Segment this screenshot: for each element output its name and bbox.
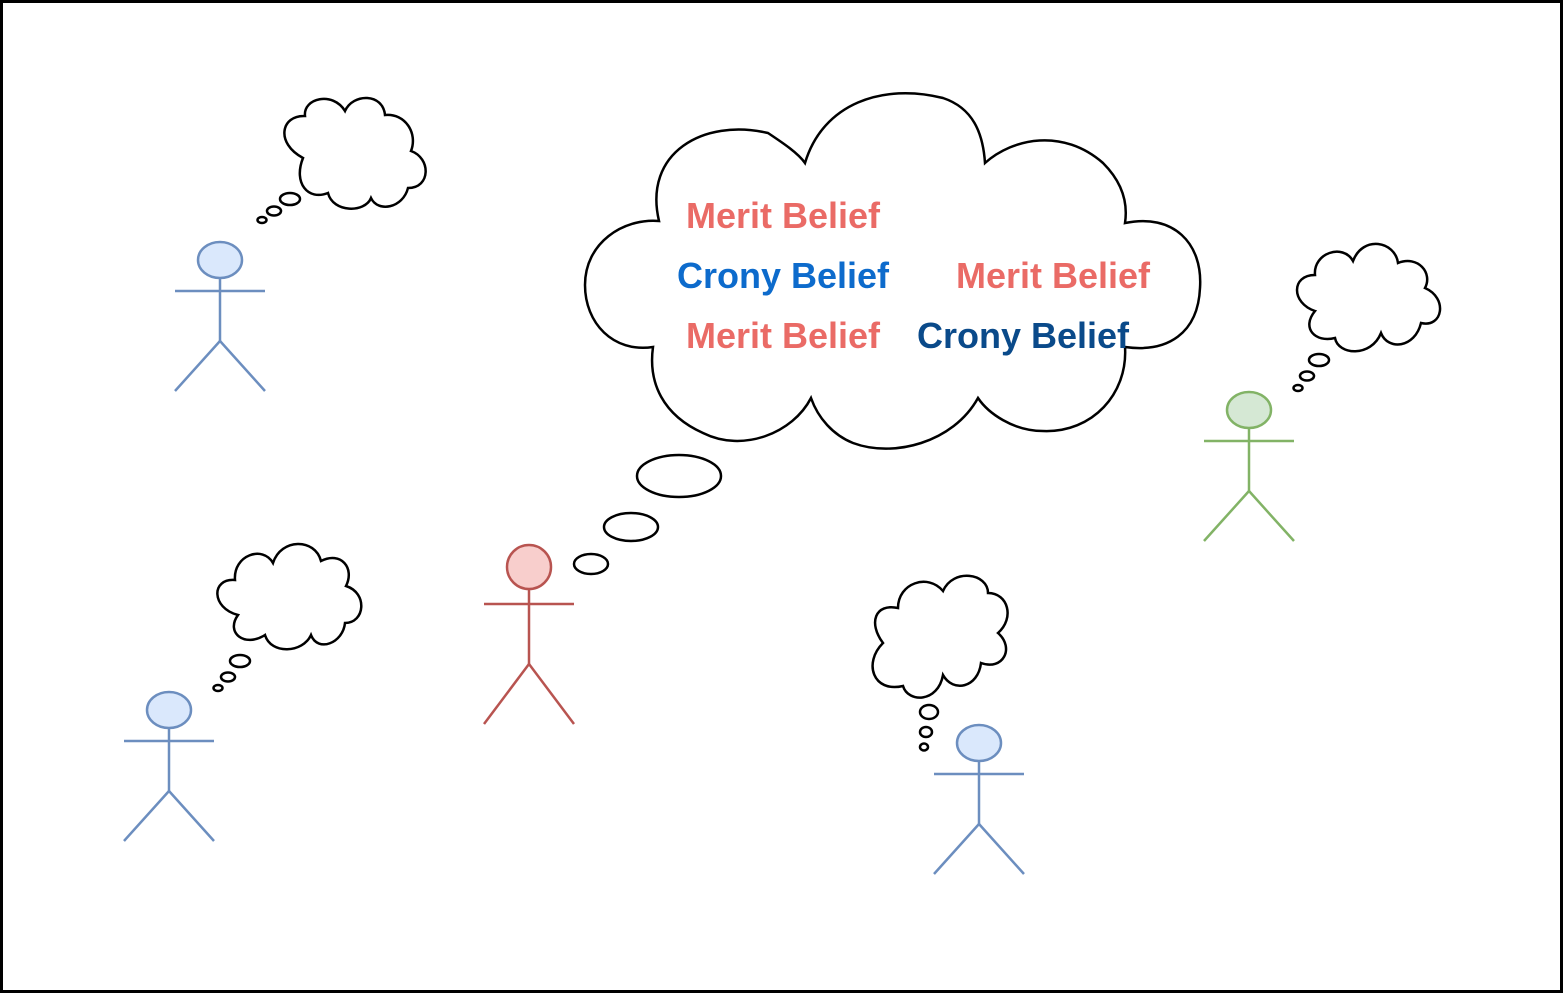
- bubble-r-1: [1309, 354, 1329, 366]
- person-right-green: [1204, 392, 1294, 541]
- person-leg-left: [934, 824, 979, 874]
- person-leg-right: [169, 791, 214, 841]
- bubble-bm-1: [920, 705, 938, 719]
- person-head: [507, 545, 551, 589]
- cloud-shape-top-left: [284, 98, 425, 209]
- thought-cloud-right: [1294, 244, 1441, 391]
- main-bubble-large: [637, 455, 721, 497]
- thought-cloud-bottom-left: [214, 544, 362, 691]
- person-top-left: [175, 242, 265, 391]
- bubble-r-2: [1300, 372, 1314, 381]
- thought-cloud-top-left: [258, 98, 426, 223]
- cloud-shape-right: [1297, 244, 1440, 351]
- person-center-red: [484, 545, 574, 724]
- cloud-shape-bottom-middle: [873, 576, 1008, 698]
- person-leg-left: [124, 791, 169, 841]
- cloud-shape-bottom-left: [217, 544, 361, 649]
- person-leg-left: [484, 664, 529, 724]
- main-bubble-small: [574, 554, 608, 574]
- belief-label-5: Crony Belief: [917, 315, 1130, 356]
- bubble-tl-3: [258, 217, 267, 223]
- bubble-bl-2: [221, 673, 235, 682]
- person-head: [1227, 392, 1271, 428]
- person-head: [198, 242, 242, 278]
- bubble-bl-1: [230, 655, 250, 667]
- main-bubble-medium: [604, 513, 658, 541]
- person-leg-right: [529, 664, 574, 724]
- bubble-tl-2: [267, 207, 281, 216]
- person-leg-right: [1249, 491, 1294, 541]
- person-leg-right: [220, 341, 265, 391]
- person-bottom-left: [124, 692, 214, 841]
- person-leg-right: [979, 824, 1024, 874]
- person-leg-left: [175, 341, 220, 391]
- bubble-tl-1: [280, 193, 300, 205]
- bubble-bm-2: [920, 727, 932, 737]
- person-head: [147, 692, 191, 728]
- diagram-svg: Merit Belief Crony Belief Merit Belief M…: [3, 3, 1563, 996]
- thought-cloud-bottom-middle: [873, 576, 1008, 751]
- bubble-bl-3: [214, 685, 223, 691]
- belief-label-4: Merit Belief: [686, 315, 881, 356]
- person-leg-left: [1204, 491, 1249, 541]
- main-thought-bubbles: [574, 455, 721, 574]
- belief-label-2: Crony Belief: [677, 255, 890, 296]
- person-bottom-middle: [934, 725, 1024, 874]
- person-head: [957, 725, 1001, 761]
- bubble-r-3: [1294, 385, 1303, 391]
- belief-label-1: Merit Belief: [686, 195, 881, 236]
- bubble-bm-3: [920, 744, 928, 751]
- belief-label-3: Merit Belief: [956, 255, 1151, 296]
